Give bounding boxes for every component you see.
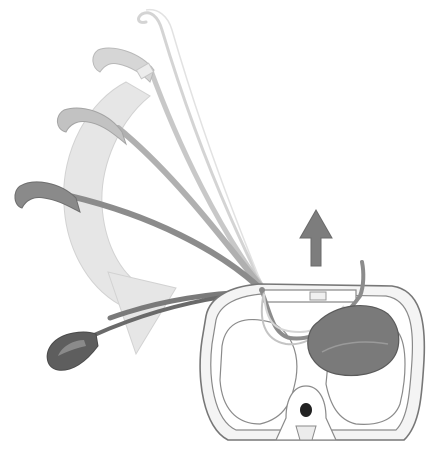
instrument-position-1-bulb — [47, 332, 98, 370]
spinous-process — [296, 426, 316, 440]
thorax-cross-section — [200, 262, 424, 440]
aorta — [300, 403, 312, 417]
instrument-position-6-outline — [146, 10, 262, 285]
instrument-position-4 — [118, 128, 262, 288]
lift-arrow — [300, 210, 332, 266]
lift-arrow-shape — [300, 210, 332, 266]
sternum-segment — [310, 292, 326, 300]
pivot-point — [259, 287, 265, 293]
